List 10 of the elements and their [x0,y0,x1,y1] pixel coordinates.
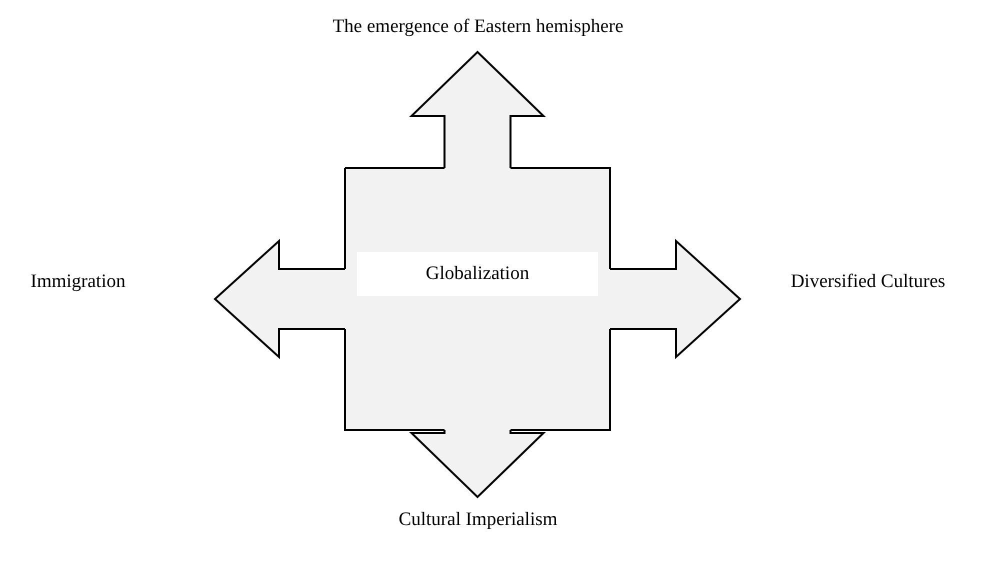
arrow-label: The emergence of Eastern hemisphere [332,16,624,38]
block-arrow [214,238,346,360]
arrow-label: Diversified Cultures [790,271,946,293]
node-label: Globalization [357,252,598,296]
arrow-label: Cultural Imperialism [398,509,558,531]
center-square [345,168,610,430]
arrow-label: Immigration [30,271,126,293]
block-arrow [609,238,742,360]
block-arrow [409,50,546,169]
block-arrow [409,429,546,498]
